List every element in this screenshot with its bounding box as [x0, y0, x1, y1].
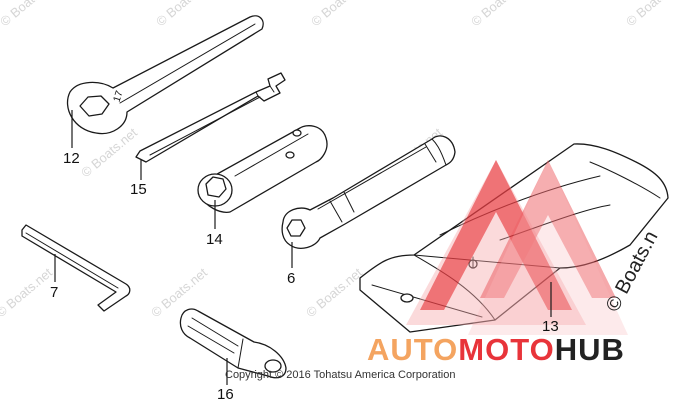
screwdriver-handle-part-16	[179, 308, 287, 379]
callout-7[interactable]: 7	[50, 284, 59, 301]
plug-wrench-part-14	[197, 125, 328, 213]
hex-key-part-7	[21, 224, 131, 312]
logo-wordmark: AUTOMOTOHUB	[367, 332, 625, 368]
logo-graphic	[406, 160, 628, 335]
callout-16[interactable]: 16	[217, 386, 234, 403]
callout-12[interactable]: 12	[63, 150, 80, 167]
callout-15[interactable]: 15	[130, 181, 147, 198]
logo-word-hub: HUB	[554, 332, 625, 367]
callout-14[interactable]: 14	[206, 231, 223, 248]
socket-wrench-part-6	[281, 135, 456, 249]
wrench-part-12	[66, 15, 264, 135]
copyright-notice: Copyright © 2016 Tohatsu America Corpora…	[225, 369, 456, 381]
callout-13[interactable]: 13	[542, 318, 559, 335]
callout-6[interactable]: 6	[287, 270, 296, 287]
logo-word-moto: MOTO	[458, 332, 555, 367]
screwdriver-part-15	[135, 72, 286, 163]
logo-word-auto: AUTO	[367, 332, 459, 367]
